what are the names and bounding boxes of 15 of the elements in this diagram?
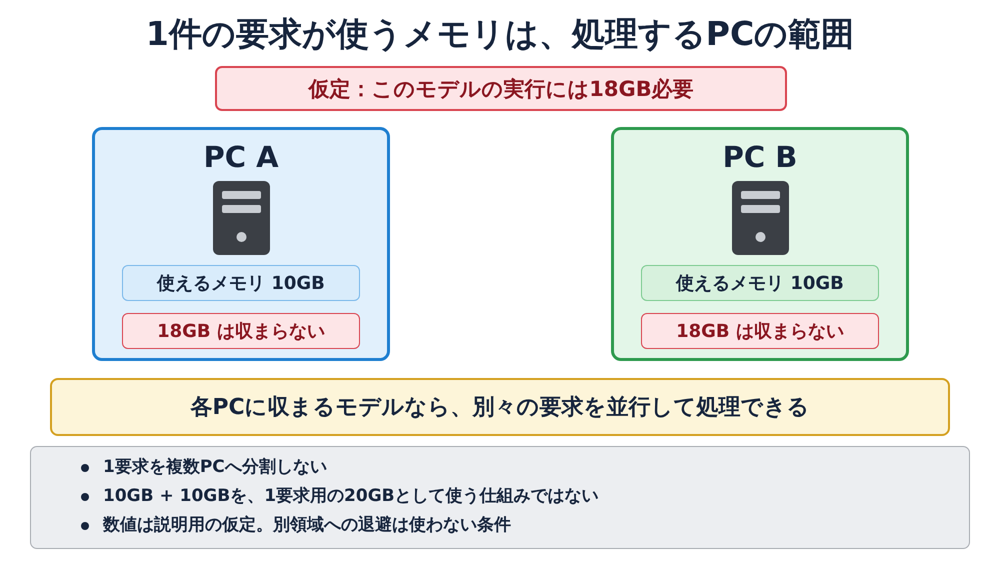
pc-panel: [611, 127, 909, 361]
pc-panel: [92, 127, 390, 361]
bullet-text: 1要求を複数PCへ分割しない: [103, 456, 327, 479]
page-title: 1件の要求が使うメモリは、処理するPCの範囲: [144, 13, 856, 55]
bullet-text: 数値は説明用の仮定。別領域への退避は使わない条件: [103, 514, 511, 537]
warning-tag: 18GB は収まらない: [641, 313, 879, 349]
assumption-banner: 仮定：このモデルの実行には18GB必要: [215, 66, 787, 111]
warning-tag: 18GB は収まらない: [122, 313, 360, 349]
notes-panel: [30, 446, 970, 549]
pc-heading: PC A: [202, 139, 280, 175]
memory-tag: 使えるメモリ 10GB: [641, 265, 879, 301]
pc-heading: PC B: [722, 139, 798, 175]
memory-tag: 使えるメモリ 10GB: [122, 265, 360, 301]
bullet-text: 10GB + 10GBを、1要求用の20GBとして使う仕組みではない: [103, 485, 599, 508]
summary-banner: 各PCに収まるモデルなら、別々の要求を並行して処理できる: [50, 378, 950, 436]
